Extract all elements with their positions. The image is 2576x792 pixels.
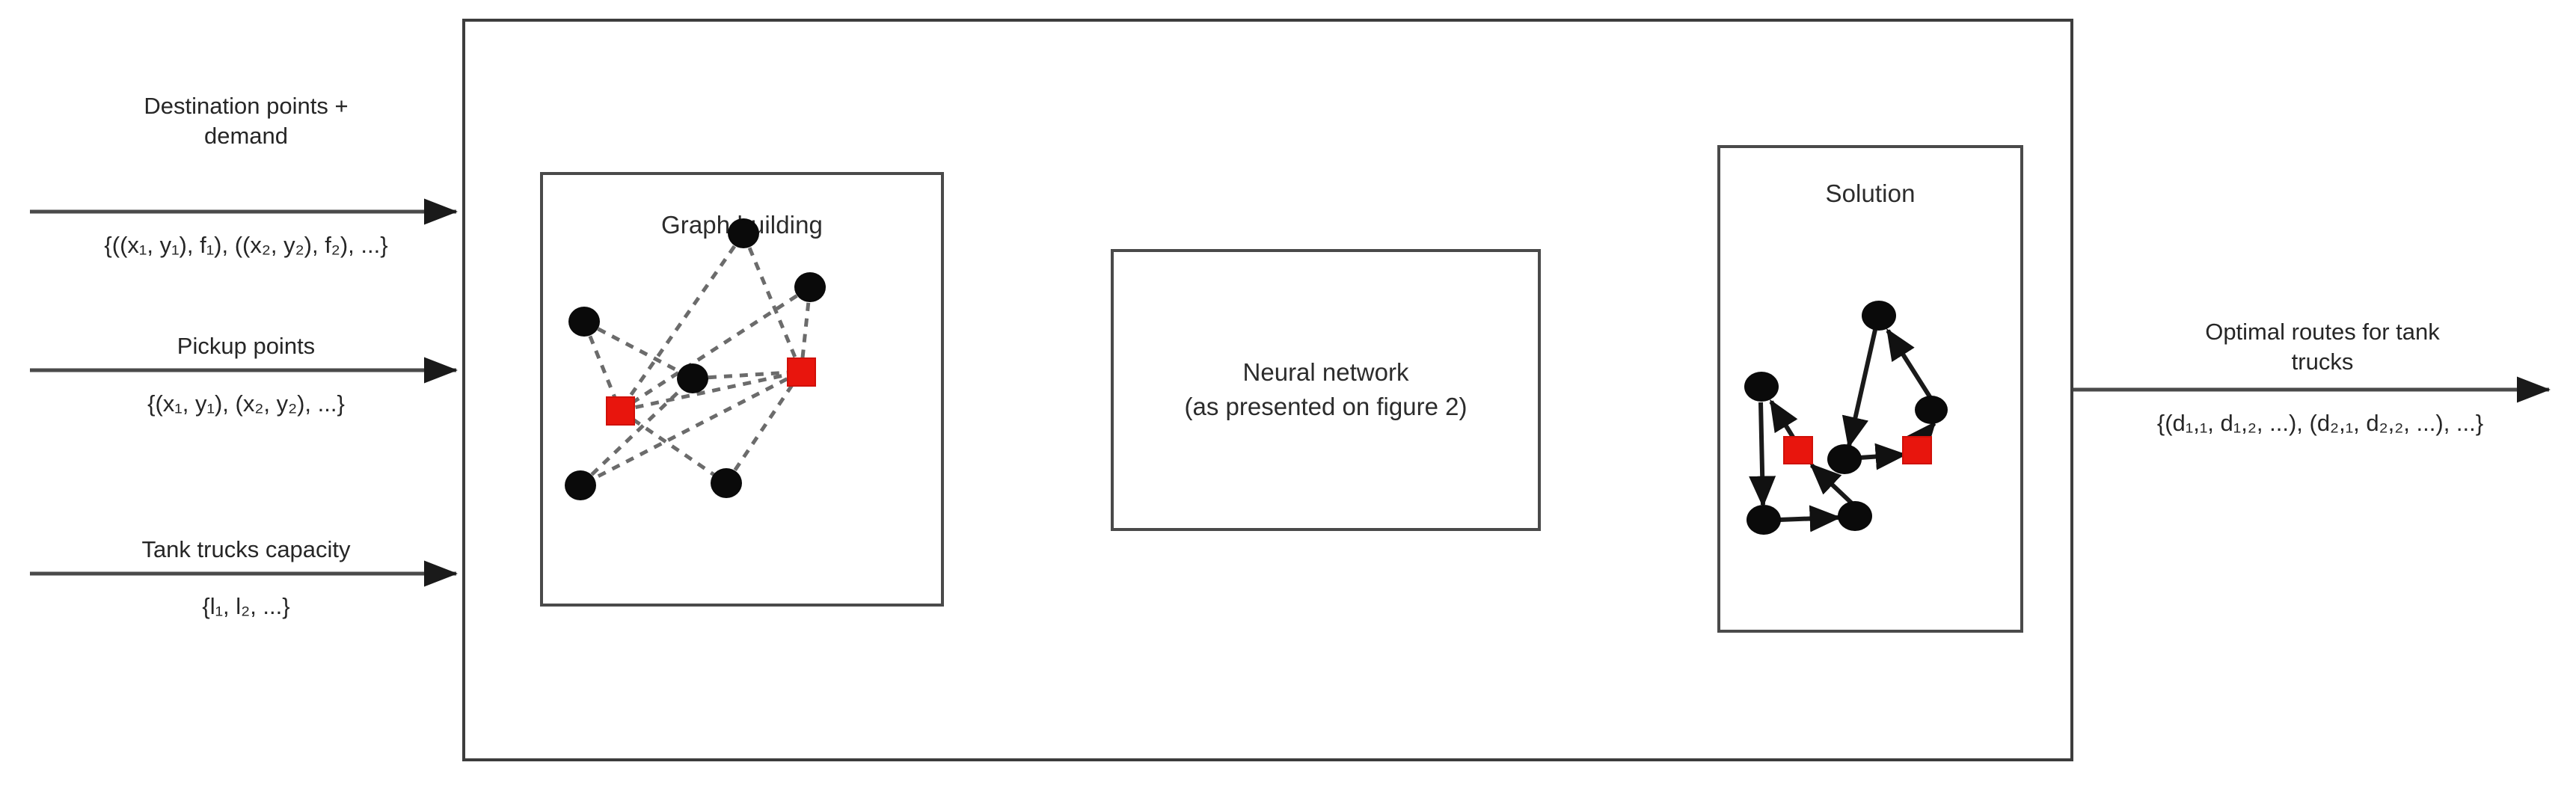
input-value-destination-points: {((x₁, y₁), f₁), ((x₂, y₂), f₂), ...}: [104, 232, 388, 258]
input-label-tank-trucks-capacity: Tank trucks capacity: [141, 536, 351, 562]
solution-depot-d1: [1783, 436, 1813, 464]
graph-node-c5: [565, 470, 596, 500]
input-label-pickup-points: Pickup points: [177, 333, 316, 359]
stage-title-neural-network: Neural network (as presented on figure 2…: [1114, 355, 1538, 426]
solution-route-2: [1841, 328, 1936, 470]
stage-title-solution: Solution: [1825, 179, 1916, 207]
stage-title-graph-building: Graph building: [660, 211, 824, 239]
solution-route-1: [1749, 399, 1856, 532]
solution-node-c2: [1915, 396, 1948, 424]
solution-depot-nodes: [1783, 436, 1932, 464]
graph-node-c2: [794, 272, 826, 302]
solution-node-c5: [1747, 505, 1781, 535]
stage-graph-building[interactable]: Graph building: [540, 172, 944, 607]
nn-label-line-1: Neural network: [1242, 357, 1409, 386]
output-title-line-1: Optimal routes for tank: [2205, 319, 2440, 345]
graph-depot-d2: [787, 357, 816, 387]
output-value-optimal-routes: {(d₁,₁, d₁,₂, ...), (d₂,₁, d₂,₂, ...), .…: [2156, 410, 2484, 436]
output-title-line-2: trucks: [2291, 349, 2354, 375]
solution-figure: [1744, 301, 1948, 535]
stage-solution[interactable]: Solution: [1717, 145, 2023, 633]
solution-node-c4: [1827, 444, 1862, 474]
graph-depot-nodes: [606, 357, 816, 426]
solution-customer-nodes: [1744, 301, 1948, 535]
input-value-tank-trucks-capacity: {l₁, l₂, ...}: [202, 593, 290, 619]
graph-node-c3: [568, 307, 600, 337]
solution-node-c3: [1744, 372, 1779, 402]
solution-depot-d2: [1902, 436, 1932, 464]
graph-depot-d1: [606, 396, 635, 426]
graph-edges: [579, 232, 812, 488]
input-title-line-1: Destination points +: [144, 93, 349, 119]
solution-node-c6: [1838, 501, 1872, 531]
graph-node-c6: [711, 468, 742, 498]
graph-customer-nodes: [565, 218, 826, 500]
graph-building-figure: [565, 218, 826, 500]
output-label-optimal-routes: Optimal routes for tank trucks: [2087, 317, 2558, 378]
solution-node-c1: [1862, 301, 1896, 331]
graph-node-c4: [677, 363, 708, 393]
input-label-destination-points: Destination points + demand: [30, 91, 462, 152]
stage-neural-network[interactable]: Neural network (as presented on figure 2…: [1111, 249, 1541, 531]
input-value-pickup-points: {(x₁, y₁), (x₂, y₂), ...}: [147, 390, 345, 417]
input-title-line-2: demand: [203, 123, 289, 150]
nn-label-line-2: (as presented on figure 2): [1184, 393, 1468, 421]
